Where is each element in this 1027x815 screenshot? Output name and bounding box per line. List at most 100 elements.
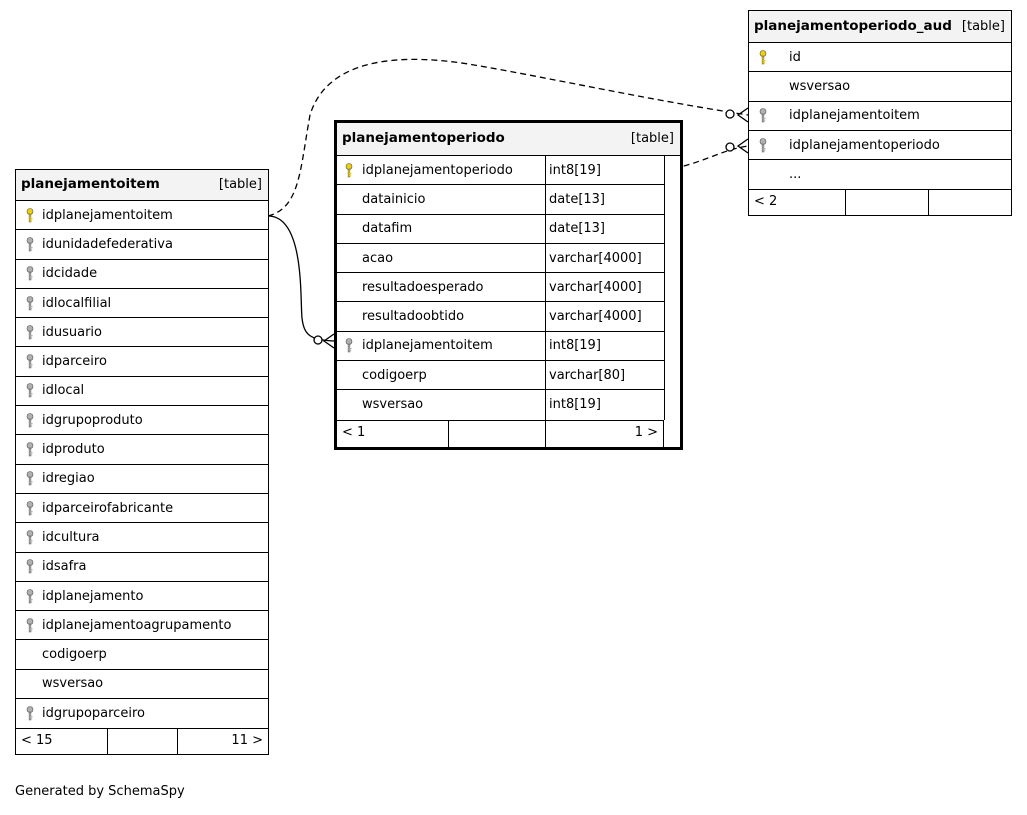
column-row[interactable]: idsafra xyxy=(16,553,268,582)
table-planejamentoitem[interactable]: planejamentoitem [table] idplanejamentoi… xyxy=(15,169,269,756)
column-row[interactable]: wsversao xyxy=(16,670,268,700)
column-row[interactable]: idplanejamentoperiodo xyxy=(749,131,1011,161)
foreign-key-icon xyxy=(26,500,38,517)
column-row[interactable]: codigoerp xyxy=(16,640,268,670)
table-planejamentoperiodo-aud[interactable]: planejamentoperiodo_aud [table] id wsvers… xyxy=(748,10,1012,217)
foreign-key-icon xyxy=(26,617,38,634)
column-row[interactable]: idparceiro xyxy=(16,347,268,377)
relation-item-to-aud-many-marker xyxy=(736,107,749,123)
foreign-key-icon xyxy=(26,588,38,605)
column-row[interactable]: wsversao xyxy=(749,72,1011,102)
relation-item-to-periodo-optional-marker xyxy=(313,335,323,345)
column-name: acao xyxy=(362,250,394,266)
foreign-key-icon xyxy=(26,530,38,546)
column-row[interactable]: idgrupoproduto xyxy=(16,406,268,436)
footer-divider xyxy=(928,190,929,216)
foreign-key-icon xyxy=(26,295,38,312)
foreign-key-icon xyxy=(759,137,771,154)
children-count[interactable]: 11 > xyxy=(231,733,263,749)
foreign-key-icon xyxy=(26,383,38,399)
column-row[interactable]: ... xyxy=(749,160,1011,189)
column-row[interactable]: idcidade xyxy=(16,260,268,289)
column-row[interactable]: idregiao xyxy=(16,465,268,494)
column-row[interactable]: acao varchar[4000] xyxy=(337,243,664,274)
column-row[interactable]: idcultura xyxy=(16,523,268,553)
column-row[interactable]: idproduto xyxy=(16,435,268,465)
primary-key-icon xyxy=(26,207,38,224)
table-header[interactable]: planejamentoperiodo_aud [table] xyxy=(749,11,1011,43)
column-type: int8[19] xyxy=(545,390,662,420)
table-type: [table] xyxy=(218,177,262,192)
table-type: [table] xyxy=(961,19,1005,34)
column-row[interactable]: idplanejamento xyxy=(16,582,268,612)
parents-count[interactable]: < 15 xyxy=(21,733,53,749)
column-row[interactable]: idplanejamentoitem int8[19] xyxy=(337,331,664,362)
column-row[interactable]: idparceirofabricante xyxy=(16,494,268,524)
column-name: idsafra xyxy=(42,559,87,575)
parents-count[interactable]: < 2 xyxy=(754,194,778,210)
table-footer: < 2 xyxy=(749,189,1011,216)
footer-divider xyxy=(177,729,178,755)
column-name: idplanejamentoitem xyxy=(789,108,920,124)
table-name: planejamentoitem xyxy=(21,176,160,192)
relation-item-to-periodo-many-marker xyxy=(322,333,335,349)
column-row[interactable]: idusuario xyxy=(16,318,268,348)
column-name: idunidadefederativa xyxy=(42,236,173,252)
foreign-key-icon xyxy=(26,559,38,575)
column-name: idgrupoproduto xyxy=(42,412,143,428)
column-row[interactable]: idlocalfilial xyxy=(16,289,268,319)
column-type: date[13] xyxy=(545,185,662,214)
column-type: varchar[4000] xyxy=(545,243,662,273)
column-name: idplanejamentoagrupamento xyxy=(42,617,232,633)
column-name: wsversao xyxy=(42,676,104,692)
column-name: idplanejamentoitem xyxy=(362,338,493,354)
column-name: idplanejamentoperiodo xyxy=(789,137,940,153)
column-name: idplanejamentoperiodo xyxy=(362,162,513,178)
table-header[interactable]: planejamentoperiodo [table] xyxy=(337,123,680,156)
relation-item-to-aud xyxy=(267,58,749,217)
column-row[interactable]: idplanejamentoperiodo int8[19] xyxy=(337,156,664,186)
column-list: id wsversao idplanejamentoitem idplanejamen… xyxy=(749,43,1011,189)
relation-item-to-periodo xyxy=(267,215,335,342)
column-name: idcultura xyxy=(42,529,100,545)
column-name: idlocal xyxy=(42,383,85,399)
column-name: resultadoesperado xyxy=(362,279,484,295)
column-name: ... xyxy=(789,166,802,182)
column-name: idplanejamentoitem xyxy=(42,207,173,223)
foreign-key-icon xyxy=(26,354,38,370)
foreign-key-icon xyxy=(759,108,771,124)
column-name: idplanejamento xyxy=(42,588,144,604)
column-row[interactable]: idgrupoparceiro xyxy=(16,699,268,728)
parents-count[interactable]: < 1 xyxy=(342,424,366,440)
generator-credit: Generated by SchemaSpy xyxy=(15,784,185,799)
column-name: idgrupoparceiro xyxy=(42,705,145,721)
column-row[interactable]: idlocal xyxy=(16,377,268,407)
footer-divider xyxy=(845,190,846,216)
foreign-key-icon xyxy=(26,266,38,282)
column-name: codigoerp xyxy=(362,367,427,383)
relation-periodo-to-aud-optional-marker xyxy=(725,142,735,152)
table-planejamentoperiodo[interactable]: planejamentoperiodo [table] idplanejamen… xyxy=(334,120,683,450)
column-row[interactable]: idplanejamentoagrupamento xyxy=(16,611,268,641)
column-name: idparceirofabricante xyxy=(42,500,174,516)
column-name: id xyxy=(789,49,801,65)
column-name: idusuario xyxy=(42,324,102,340)
table-header[interactable]: planejamentoitem [table] xyxy=(16,170,268,201)
column-name: idlocalfilial xyxy=(42,295,112,311)
column-row[interactable]: idplanejamentoitem xyxy=(16,201,268,231)
foreign-key-icon xyxy=(26,705,38,722)
column-type: int8[19] xyxy=(545,331,662,361)
foreign-key-icon xyxy=(26,442,38,458)
column-row[interactable]: idplanejamentoitem xyxy=(749,102,1011,131)
column-type: date[13] xyxy=(545,214,662,243)
column-row[interactable]: id xyxy=(749,43,1011,73)
column-type: int8[19] xyxy=(545,156,662,185)
children-count[interactable]: 1 > xyxy=(634,424,658,440)
column-row[interactable]: idunidadefederativa xyxy=(16,230,268,260)
